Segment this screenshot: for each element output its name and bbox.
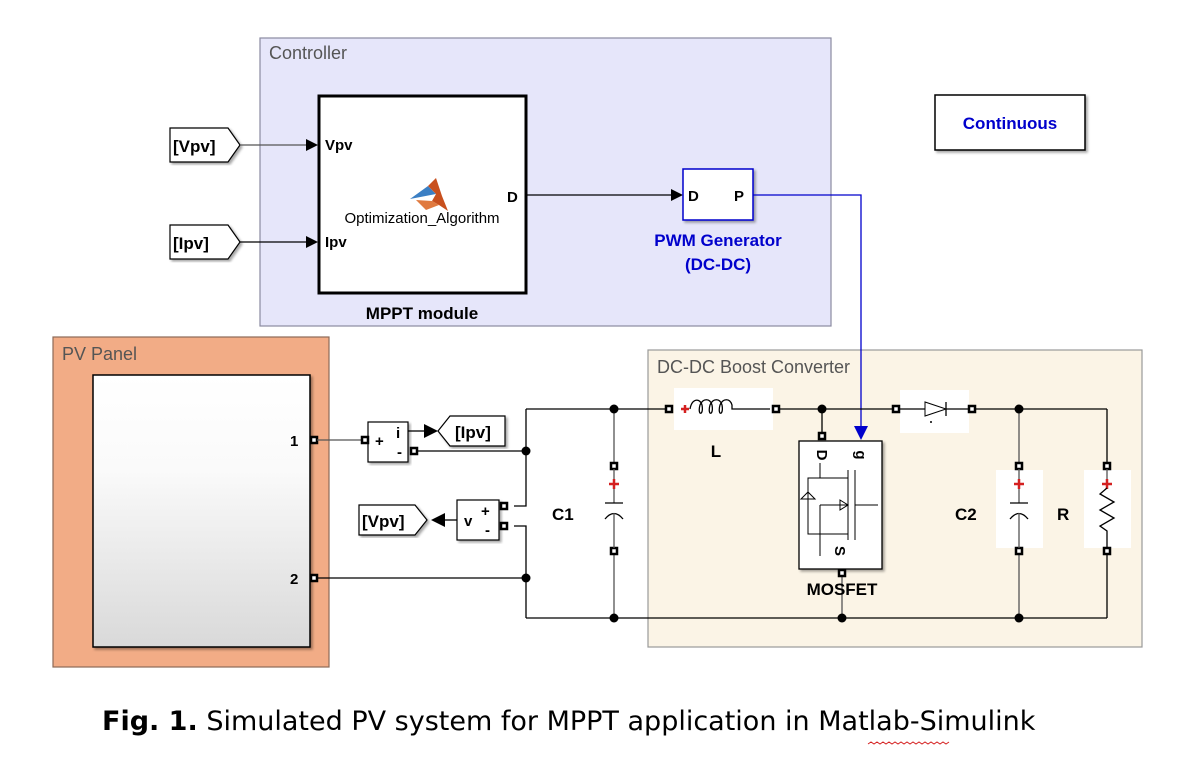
from-tag-vpv-label: [Vpv]	[173, 137, 216, 156]
goto-tag-ipv-label: [Ipv]	[455, 423, 491, 442]
current-sensor-minus: -	[397, 444, 402, 461]
signal-wire-duty	[526, 189, 683, 201]
from-tag-vpv[interactable]: [Vpv]	[169, 127, 241, 163]
mosfet-symbol-icon	[799, 463, 878, 556]
pv-port-1[interactable]	[309, 435, 319, 445]
pv-panel-area-title: PV Panel	[62, 344, 137, 364]
mppt-module-block[interactable]: Vpv Ipv D Optimization_Algorithm MPPT mo…	[317, 94, 528, 323]
pwm-input-d: D	[688, 188, 699, 205]
voltage-sensor-plus: +	[481, 503, 490, 520]
boost-converter-area-title: DC-DC Boost Converter	[657, 357, 850, 377]
matlab-logo-icon	[410, 178, 448, 211]
goto-tag-vpv[interactable]: [Vpv]	[358, 504, 428, 536]
pwm-name-line1: PWM Generator	[654, 231, 782, 250]
mppt-module-name: MPPT module	[366, 304, 478, 323]
capacitor-c1[interactable]: C1	[552, 461, 624, 556]
pwm-output-p: P	[734, 188, 744, 205]
mosfet-drain-label: D	[813, 450, 830, 461]
goto-tag-vpv-label: [Vpv]	[362, 512, 405, 531]
voltage-sensor-label: v	[464, 513, 473, 530]
mppt-input-ipv: Ipv	[325, 234, 347, 251]
pwm-generator-block[interactable]: D P PWM Generator (DC-DC)	[654, 168, 782, 274]
caption-prefix: Fig. 1.	[102, 706, 198, 737]
continuous-block[interactable]: Continuous	[934, 94, 1086, 151]
inductor-l-label: L	[711, 442, 721, 461]
voltage-sensor-block[interactable]: v + -	[431, 499, 509, 541]
mppt-function-name: Optimization_Algorithm	[344, 210, 499, 227]
mosfet-source-label: S	[831, 546, 848, 556]
pv-port-1-label: 1	[290, 433, 298, 450]
caption-text: Simulated PV system for MPPT application…	[198, 706, 819, 737]
svg-text:Fig. 1. Simulated PV system fo: Fig. 1. Simulated PV system for MPPT app…	[102, 706, 1036, 737]
capacitor-c2-label: C2	[955, 505, 977, 524]
mppt-output-d: D	[507, 189, 518, 206]
continuous-label: Continuous	[963, 114, 1057, 133]
junction-nodes	[521, 404, 1024, 623]
caption-suffix: -Simulink	[910, 706, 1036, 737]
spellcheck-underline	[867, 741, 950, 745]
voltage-sensor-minus: -	[485, 522, 490, 539]
pv-panel-block[interactable]: 1 2	[92, 374, 319, 648]
pwm-name-line2: (DC-DC)	[685, 255, 751, 274]
caption-underlined: Matlab	[818, 706, 910, 737]
signal-wire-gate	[753, 194, 868, 440]
goto-tag-ipv[interactable]: [Ipv]	[437, 415, 506, 447]
pv-port-2[interactable]	[309, 573, 319, 583]
resistor-r[interactable]: R	[1057, 461, 1131, 556]
figure-caption: Fig. 1. Simulated PV system for MPPT app…	[102, 706, 1036, 745]
signal-wire-vpv	[240, 139, 318, 151]
mosfet-block[interactable]: D g S MOSFET	[798, 431, 883, 599]
from-tag-ipv[interactable]: [Ipv]	[169, 224, 241, 260]
capacitor-c1-label: C1	[552, 505, 574, 524]
mosfet-gate-label: g	[852, 450, 869, 459]
capacitor-c2[interactable]: C2	[955, 461, 1043, 556]
from-tag-ipv-label: [Ipv]	[173, 234, 209, 253]
mppt-input-vpv: Vpv	[325, 137, 353, 154]
inductor-l[interactable]: L	[664, 388, 781, 461]
signal-wire-ipv	[240, 236, 318, 248]
current-sensor-label: i	[396, 425, 400, 442]
current-sensor-plus: +	[375, 433, 384, 450]
pv-port-2-label: 2	[290, 571, 298, 588]
power-wires	[317, 408, 1108, 619]
mosfet-label: MOSFET	[807, 580, 878, 599]
current-sensor-block[interactable]: + i -	[360, 421, 438, 463]
controller-area-title: Controller	[269, 43, 347, 63]
diode[interactable]	[891, 390, 977, 433]
resistor-r-label: R	[1057, 505, 1069, 524]
